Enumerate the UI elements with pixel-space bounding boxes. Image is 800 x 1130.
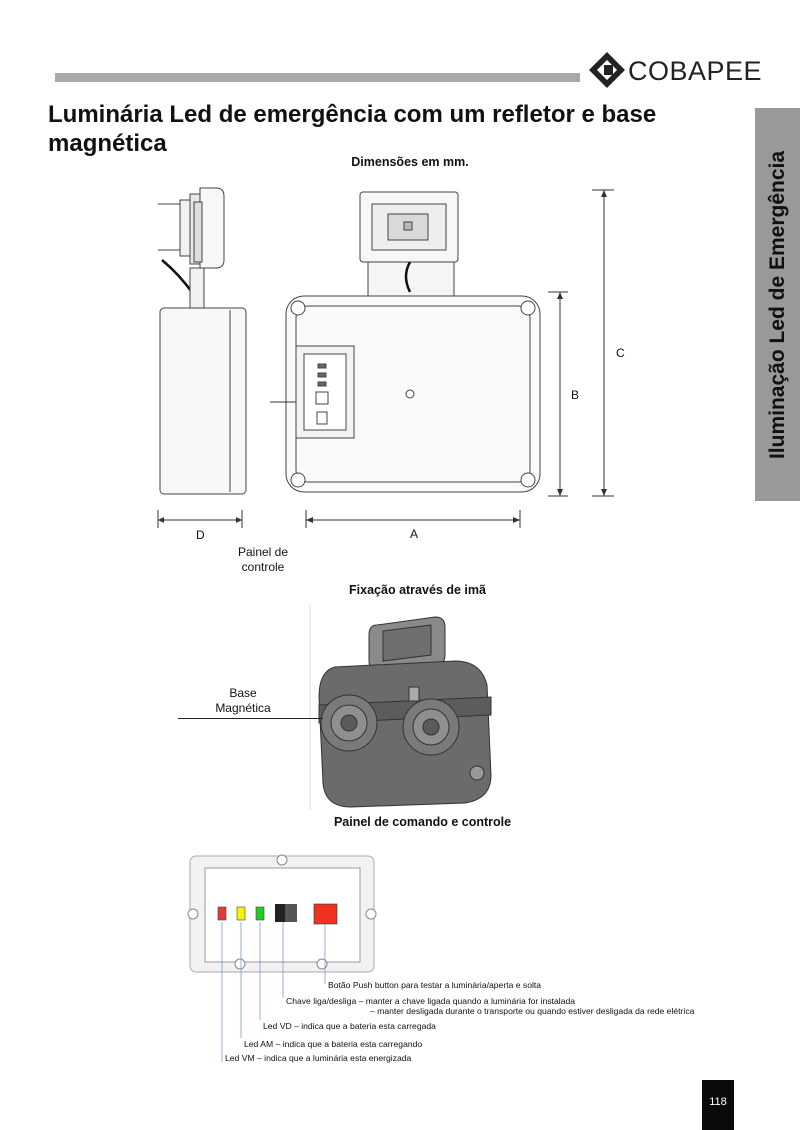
panel-caption: Painel de comando e controle (333, 815, 512, 829)
control-panel-diagram (187, 854, 377, 1062)
note-led-vd: Led VD – indica que a bateria esta carre… (263, 1021, 436, 1031)
magnetic-base-label-line2: Magnética (215, 701, 271, 715)
cobapee-logo (589, 52, 625, 88)
control-panel-label-line1: Painel de (237, 545, 289, 559)
dimension-a (305, 510, 521, 528)
fixation-caption: Fixação através de imã (349, 583, 486, 597)
side-tab-label: Iluminação Led de Emergência (765, 150, 789, 459)
header-bar (55, 73, 580, 82)
note-push-button: Botão Push button para testar a luminári… (328, 980, 542, 990)
note-led-vm: Led VM – indica que a luminária esta ene… (225, 1053, 412, 1063)
side-view-drawing (158, 187, 247, 495)
magnetic-base-label: Base Magnética (208, 686, 278, 716)
page-number: 118 (709, 1096, 727, 1108)
note-switch-line2: – manter desligada durante o transporte … (370, 1006, 695, 1016)
dimension-b-label: B (571, 388, 580, 402)
dimension-d-label: D (196, 528, 205, 542)
brand-name: COBAPEE (628, 56, 763, 86)
logo-mark-icon (589, 52, 625, 88)
control-panel-label: Painel de controle (228, 545, 298, 575)
page-title: Luminária Led de emergência com um refle… (48, 101, 657, 157)
control-panel-label-line2: controle (241, 560, 285, 574)
front-view-drawing (270, 189, 614, 497)
side-tab: Iluminação Led de Emergência (755, 108, 800, 501)
push-button (313, 903, 338, 925)
magnetic-fixation-illustration (309, 605, 492, 810)
led-vd-indicator (255, 906, 265, 921)
led-vm-indicator (217, 906, 227, 921)
note-switch-line1: Chave liga/desliga – manter a chave liga… (286, 996, 576, 1006)
note-led-am: Led AM – indica que a bateria esta carre… (244, 1039, 423, 1049)
led-am-indicator (236, 906, 246, 921)
magnetic-base-leader (178, 718, 323, 719)
dimension-a-label: A (410, 527, 419, 541)
magnetic-base-label-line1: Base (229, 686, 257, 700)
dimensions-caption: Dimensões em mm. (351, 155, 469, 169)
dimension-c-label: C (616, 346, 625, 360)
page-number-box: 118 (702, 1080, 734, 1130)
dimension-d (157, 510, 243, 528)
